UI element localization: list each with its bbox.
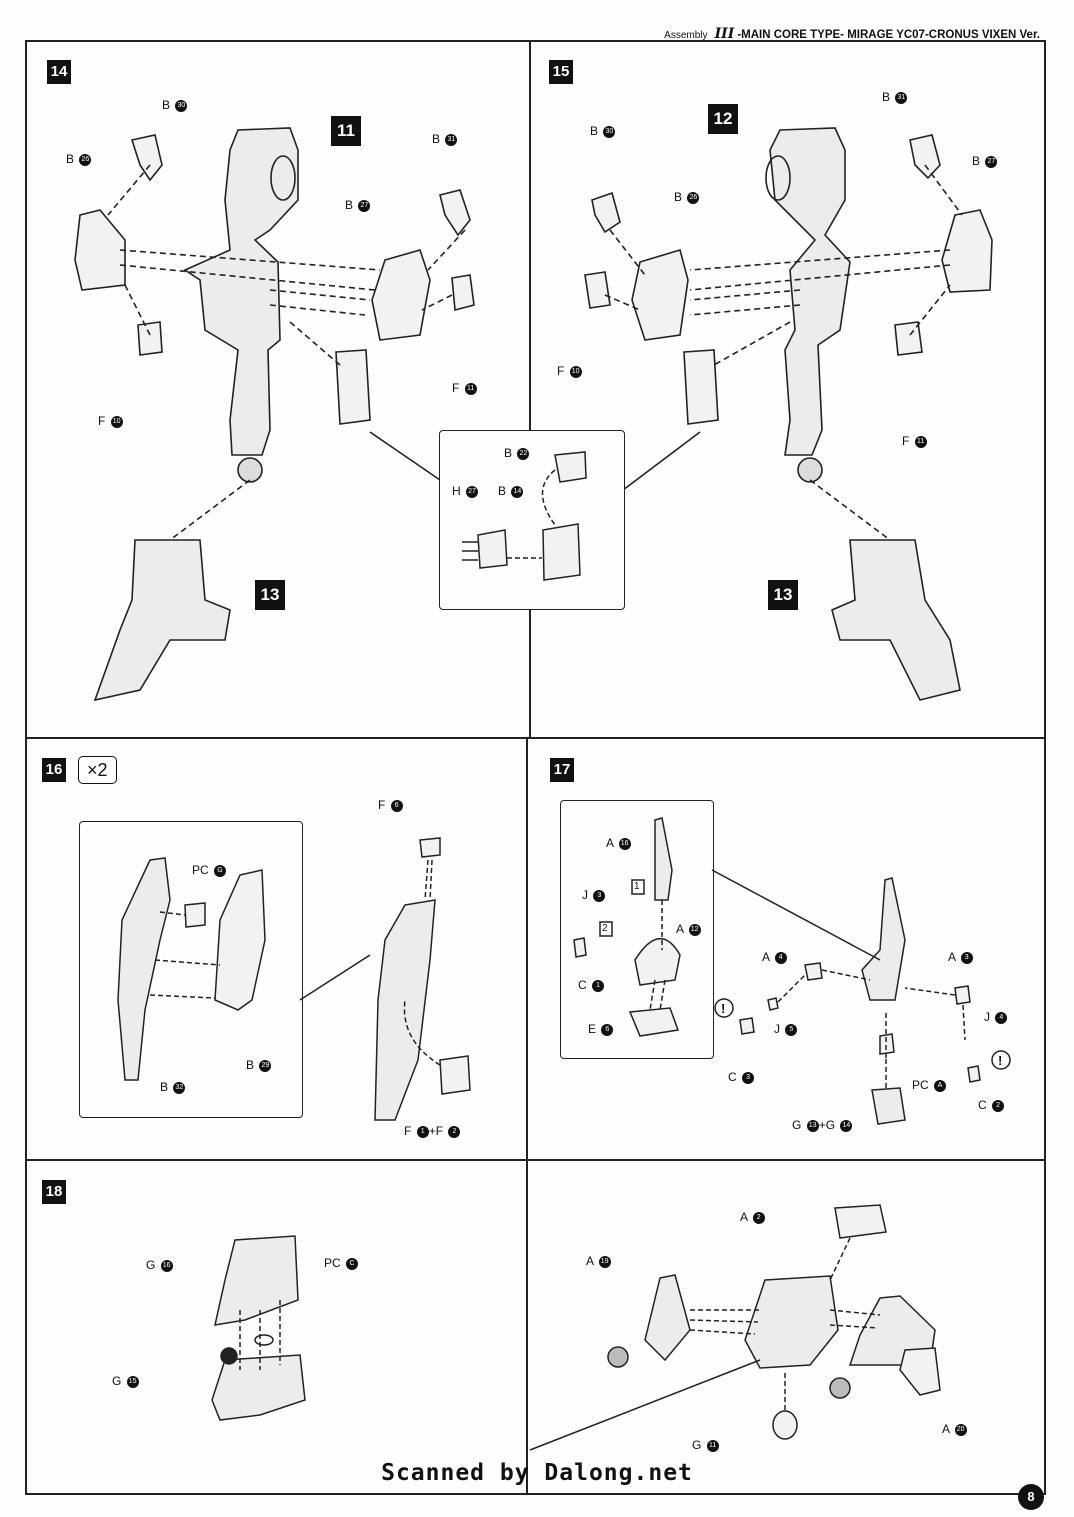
svg-text:!: ! xyxy=(998,1053,1002,1068)
label-b26: B 26 xyxy=(66,152,92,166)
page-header: Assembly III -MAIN CORE TYPE- MIRAGE YC0… xyxy=(664,26,1040,42)
step-14-panel: 14 11 13 xyxy=(25,40,530,738)
label-b27: B 27 xyxy=(972,154,998,168)
label-a19: A 19 xyxy=(586,1254,611,1268)
subassembly-ref: 12 xyxy=(708,104,738,134)
label-b26: B 26 xyxy=(674,190,700,204)
label-b22: B 22 xyxy=(504,446,530,460)
order-2: 2 xyxy=(602,923,608,934)
step-15-panel: 15 12 13 xyxy=(530,40,1046,738)
label-e6: E 6 xyxy=(588,1022,614,1036)
assembly-roman: III xyxy=(714,26,735,42)
label-j5: J 5 xyxy=(774,1022,798,1036)
assembly-title: -MAIN CORE TYPE- MIRAGE YC07-CRONUS VIXE… xyxy=(737,29,1040,41)
label-c2: C 2 xyxy=(978,1098,1005,1112)
instruction-frame xyxy=(25,40,1046,1495)
label-a4: A 4 xyxy=(762,950,787,964)
subassembly-ref: 11 xyxy=(331,116,361,146)
label-b31: B 31 xyxy=(432,132,458,146)
label-combo-g13-g14: G 13+G 14 xyxy=(792,1118,853,1132)
label-pca: PC A xyxy=(912,1078,947,1092)
label-b29: B 29 xyxy=(246,1058,272,1072)
label-f11: F 11 xyxy=(902,434,927,448)
label-h27: H 27 xyxy=(452,484,479,498)
step-number: 14 xyxy=(47,60,71,84)
label-f10: F 10 xyxy=(98,414,123,428)
assembly-label: Assembly xyxy=(664,30,708,41)
label-a16: A 16 xyxy=(606,836,631,850)
label-b30: B 30 xyxy=(162,98,188,112)
label-g16: G 16 xyxy=(146,1258,173,1272)
label-b32: B 32 xyxy=(160,1080,186,1094)
label-j3: J 3 xyxy=(582,888,606,902)
label-g15: G 15 xyxy=(112,1374,139,1388)
label-b14: B 14 xyxy=(498,484,524,498)
label-a3: A 3 xyxy=(948,950,973,964)
subassembly-ref-13: 13 xyxy=(255,580,285,610)
label-c3: C 3 xyxy=(728,1070,755,1084)
label-a20: A 20 xyxy=(942,1422,967,1436)
quantity-multiplier: ×2 xyxy=(78,756,117,784)
subassembly-ref-13: 13 xyxy=(768,580,798,610)
label-j4: J 4 xyxy=(984,1010,1008,1024)
step-17-number: 17 xyxy=(550,758,574,782)
step-16-number: 16 xyxy=(42,758,66,782)
label-b30: B 30 xyxy=(590,124,616,138)
label-pcg: PC G xyxy=(192,863,227,877)
label-f11: F 11 xyxy=(452,381,477,395)
label-a2: A 2 xyxy=(740,1210,765,1224)
order-1: 1 xyxy=(634,881,640,892)
label-b27: B 27 xyxy=(345,198,371,212)
label-f6: F 6 xyxy=(378,798,403,812)
label-a12: A 12 xyxy=(676,922,701,936)
svg-text:!: ! xyxy=(721,1001,725,1016)
label-f10: F 10 xyxy=(557,364,582,378)
step-18-number: 18 xyxy=(42,1180,66,1204)
detail-box-14-15 xyxy=(439,430,625,610)
label-b31: B 31 xyxy=(882,90,908,104)
scan-credit: Scanned by Dalong.net xyxy=(381,1460,693,1486)
page-number: 8 xyxy=(1018,1484,1044,1510)
label-combo-f1-f2: F 1+F 2 xyxy=(404,1124,461,1138)
label-pcc: PC C xyxy=(324,1256,359,1270)
step-number: 15 xyxy=(549,60,573,84)
label-g11: G 11 xyxy=(692,1438,719,1452)
label-c1: C 1 xyxy=(578,978,605,992)
